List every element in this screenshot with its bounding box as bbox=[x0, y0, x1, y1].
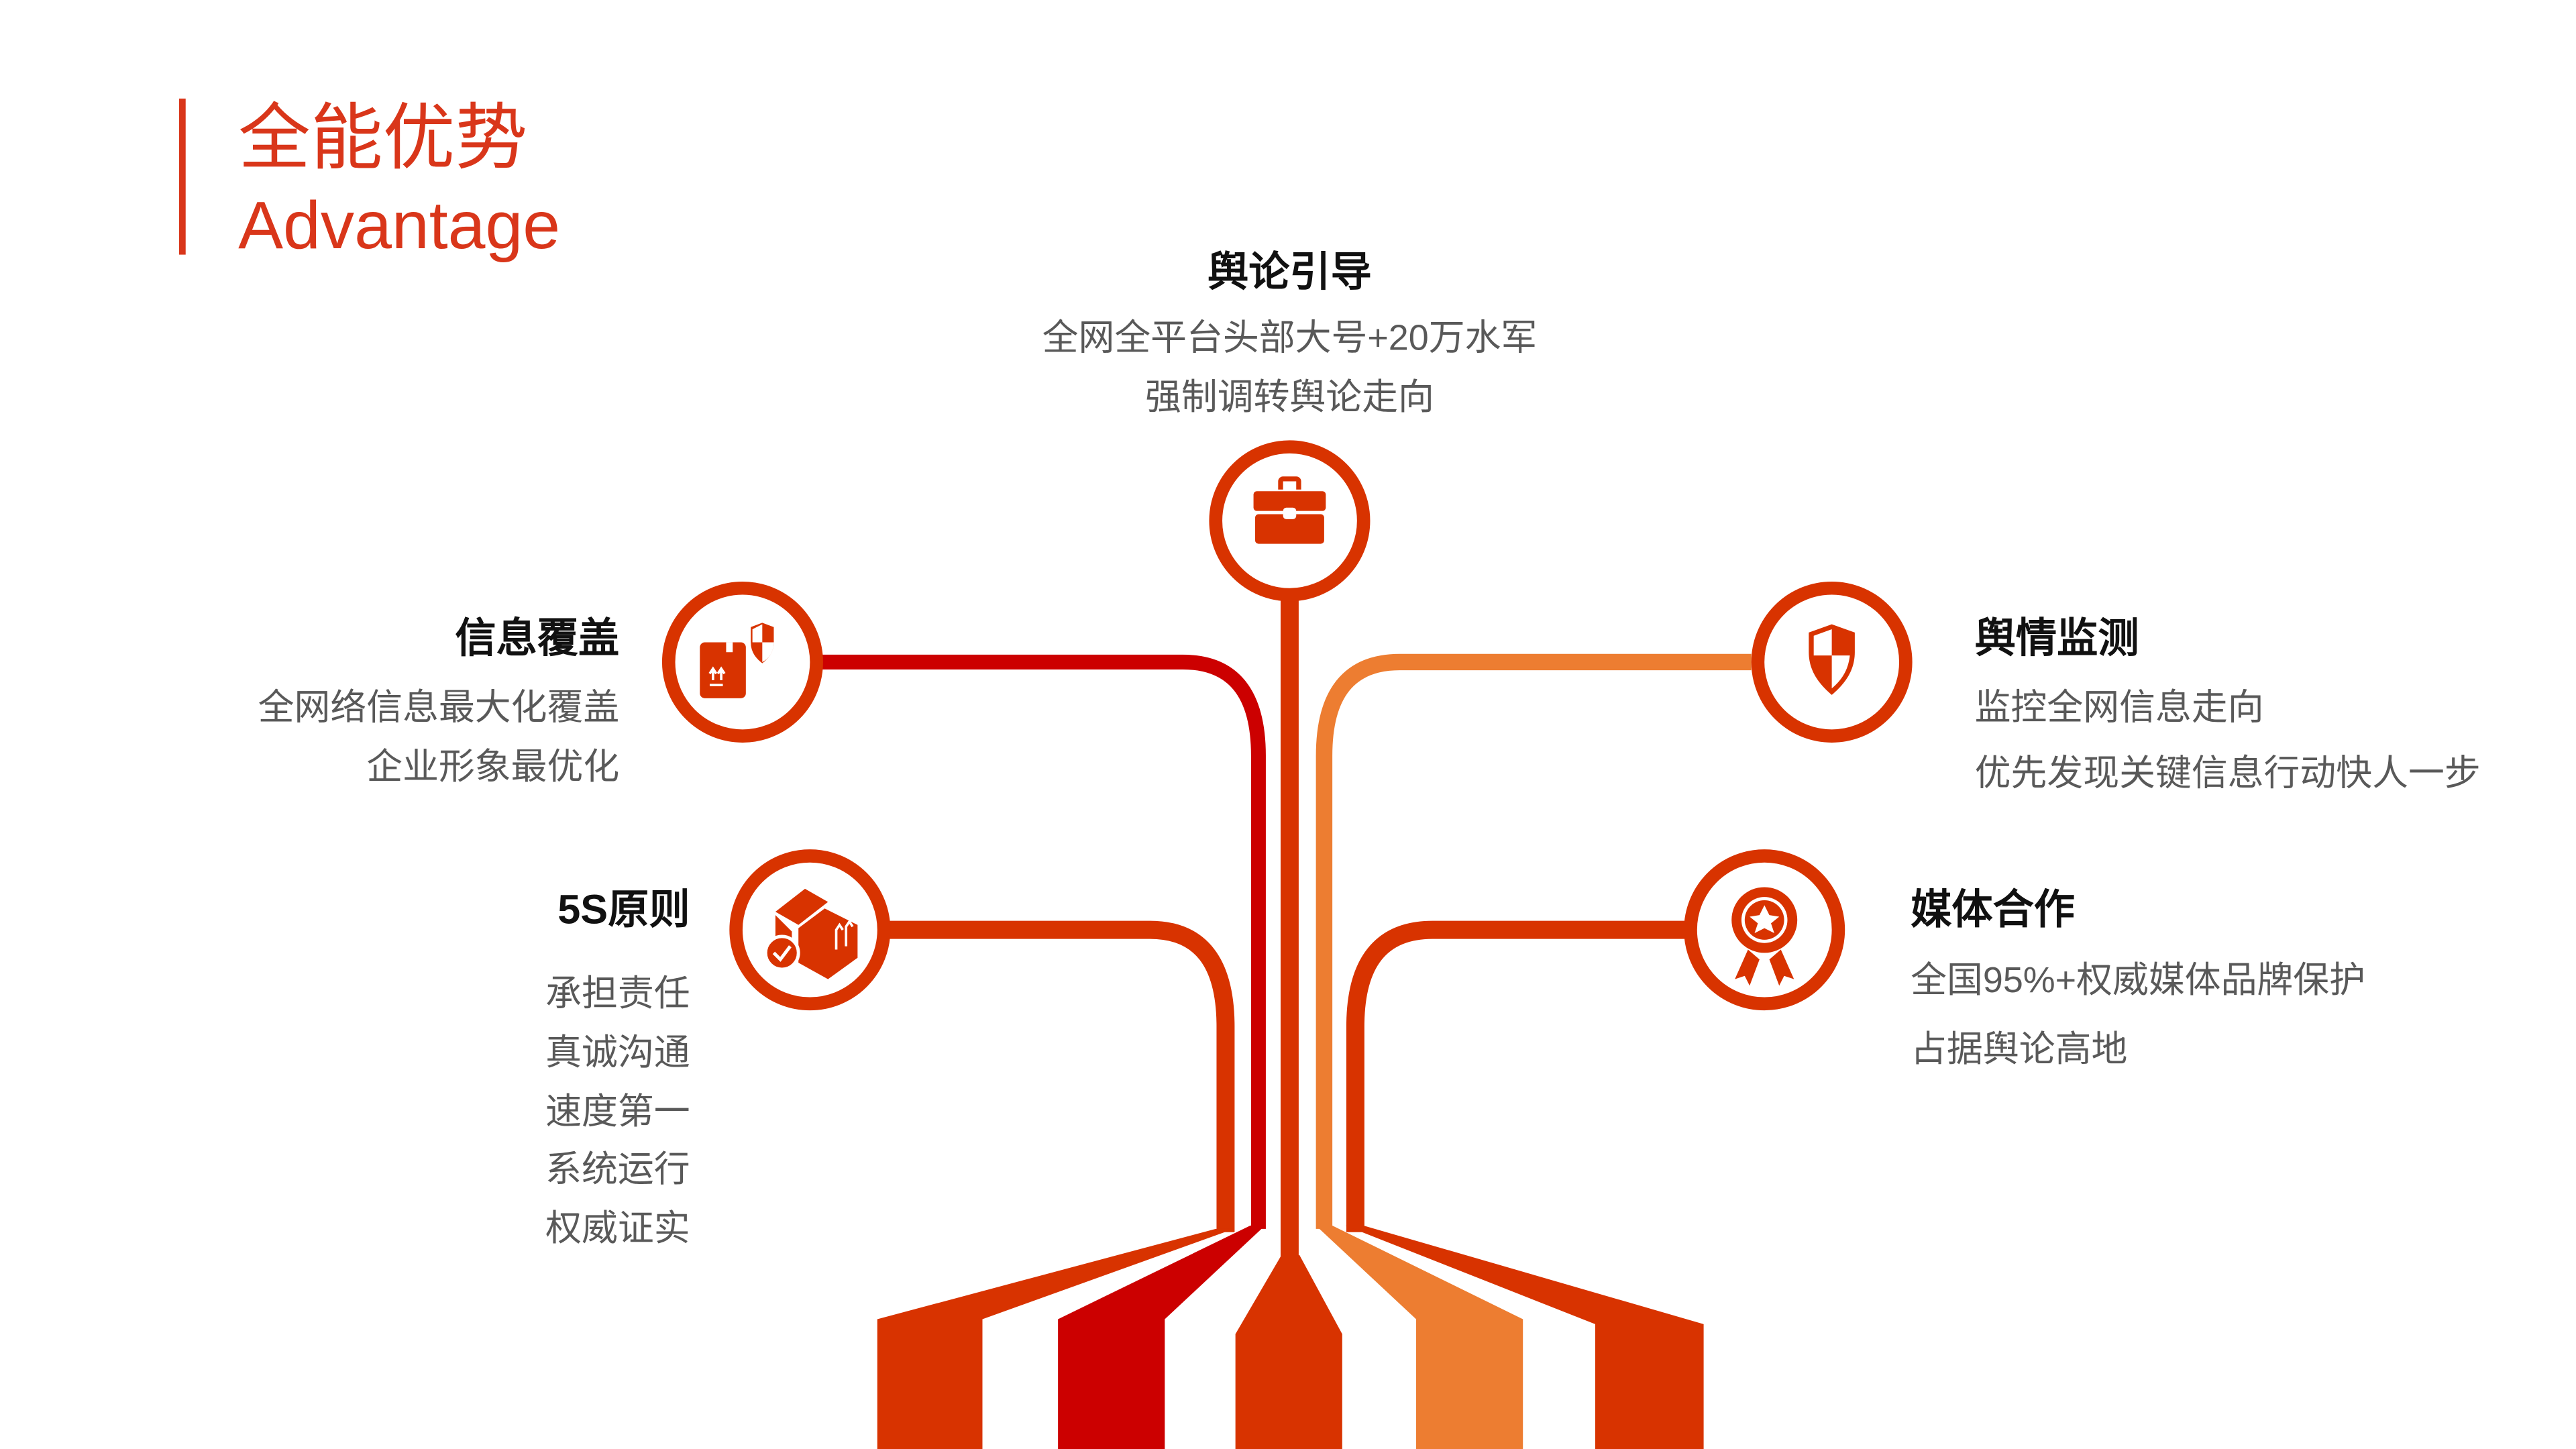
root-fan bbox=[877, 1225, 1704, 1449]
node-right-upper-line: 优先发现关键信息行动快人一步 bbox=[1975, 753, 2481, 794]
root-strip-2 bbox=[1058, 1225, 1265, 1449]
node-right-upper-line: 监控全网信息走向 bbox=[1975, 688, 2264, 728]
node-left-lower-line: 权威证实 bbox=[545, 1208, 690, 1248]
title-accent-bar bbox=[178, 98, 186, 255]
root-strip-5 bbox=[1345, 1225, 1704, 1449]
node-right-upper-heading: 舆情监测 bbox=[1975, 615, 2139, 661]
title-en: Advantage bbox=[238, 188, 560, 263]
node-right-lower-line: 占据舆论高地 bbox=[1911, 1029, 2127, 1069]
node-left-upper-line: 全网络信息最大化覆盖 bbox=[258, 688, 620, 728]
node-top-line: 强制调转舆论走向 bbox=[1145, 377, 1434, 417]
root-strip-3 bbox=[1235, 1255, 1342, 1449]
node-left-lower-line: 承担责任 bbox=[545, 973, 690, 1014]
briefcase-icon bbox=[1253, 476, 1326, 544]
node-right-lower-heading: 媒体合作 bbox=[1911, 886, 2075, 932]
node-left-lower-heading: 5S原则 bbox=[557, 886, 690, 932]
branch-right-lower bbox=[1346, 920, 1686, 1232]
node-top-line: 全网全平台头部大号+20万水军 bbox=[1042, 318, 1538, 358]
branch-left-lower bbox=[887, 920, 1235, 1232]
shield-icon bbox=[1809, 624, 1855, 695]
box-check-icon bbox=[763, 888, 858, 979]
branch-right-upper bbox=[1316, 653, 1752, 1229]
branch-lines bbox=[821, 594, 1752, 1257]
node-right-lower-line: 全国95%+权威媒体品牌保护 bbox=[1911, 960, 2365, 1000]
node-top-heading: 舆论引导 bbox=[1208, 249, 1372, 294]
title-cn: 全能优势 bbox=[238, 97, 527, 178]
node-left-upper-line: 企业形象最优化 bbox=[366, 747, 619, 787]
root-strip-1 bbox=[877, 1228, 1234, 1449]
node-left-lower-line: 速度第一 bbox=[545, 1091, 690, 1132]
node-left-upper-heading: 信息覆盖 bbox=[455, 615, 619, 661]
box-shield-icon bbox=[700, 619, 777, 698]
award-badge-icon bbox=[1731, 887, 1798, 986]
root-strip-4 bbox=[1316, 1225, 1523, 1449]
node-left-lower-line: 系统运行 bbox=[545, 1149, 690, 1189]
node-left-lower-line: 真诚沟通 bbox=[545, 1032, 690, 1073]
branch-left-upper bbox=[821, 654, 1266, 1229]
